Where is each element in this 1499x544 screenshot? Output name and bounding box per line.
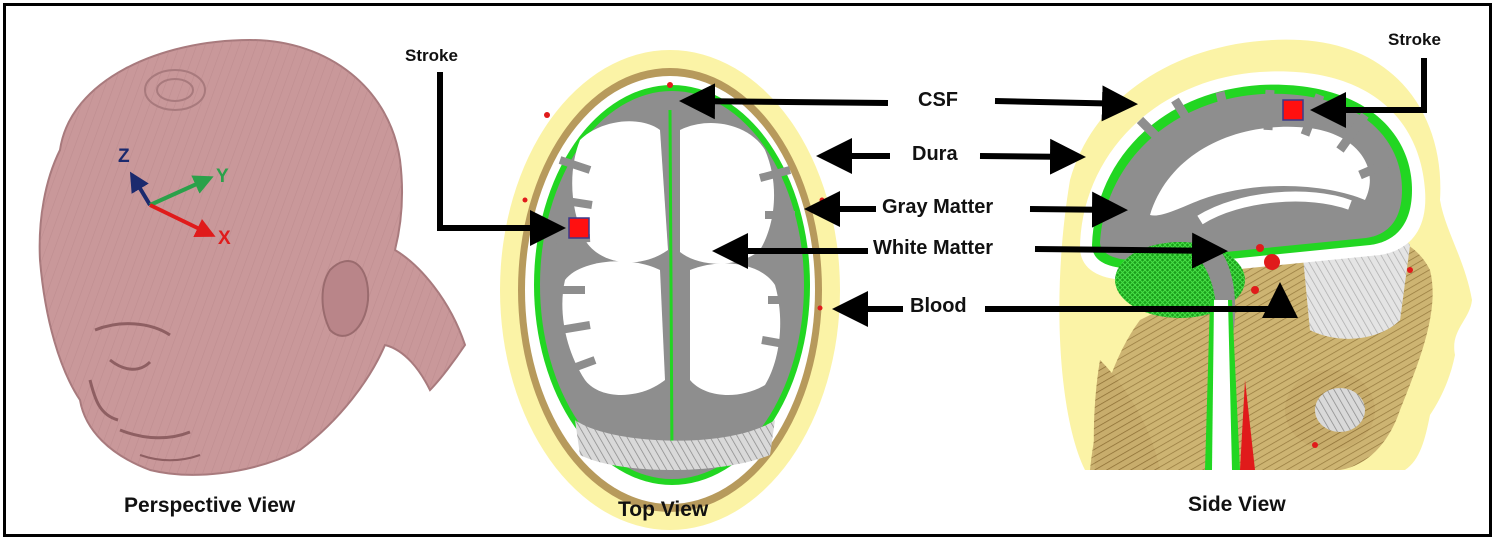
label-stroke-right: Stroke [1388, 30, 1441, 49]
stroke-marker-top [568, 217, 590, 239]
top-view-slice [500, 50, 840, 530]
perspective-head-model [38, 38, 467, 476]
axis-y-label: Y [216, 166, 229, 187]
stroke-marker-side [1282, 99, 1304, 121]
side-view-slice [1059, 39, 1472, 470]
caption-perspective-view: Perspective View [124, 494, 296, 517]
axis-x-label: X [218, 228, 231, 249]
caption-side-view: Side View [1188, 493, 1286, 516]
label-stroke-left: Stroke [405, 46, 458, 65]
annotation-arrows [437, 58, 1427, 327]
figure-border [3, 3, 1492, 537]
label-dura: Dura [912, 143, 958, 165]
label-csf: CSF [918, 89, 958, 111]
coordinate-axes [129, 171, 216, 238]
label-white-matter: White Matter [873, 237, 993, 259]
caption-top-view: Top View [618, 498, 709, 521]
axis-z-label: Z [118, 146, 130, 167]
label-gray-matter: Gray Matter [882, 196, 994, 218]
label-blood: Blood [910, 295, 967, 317]
